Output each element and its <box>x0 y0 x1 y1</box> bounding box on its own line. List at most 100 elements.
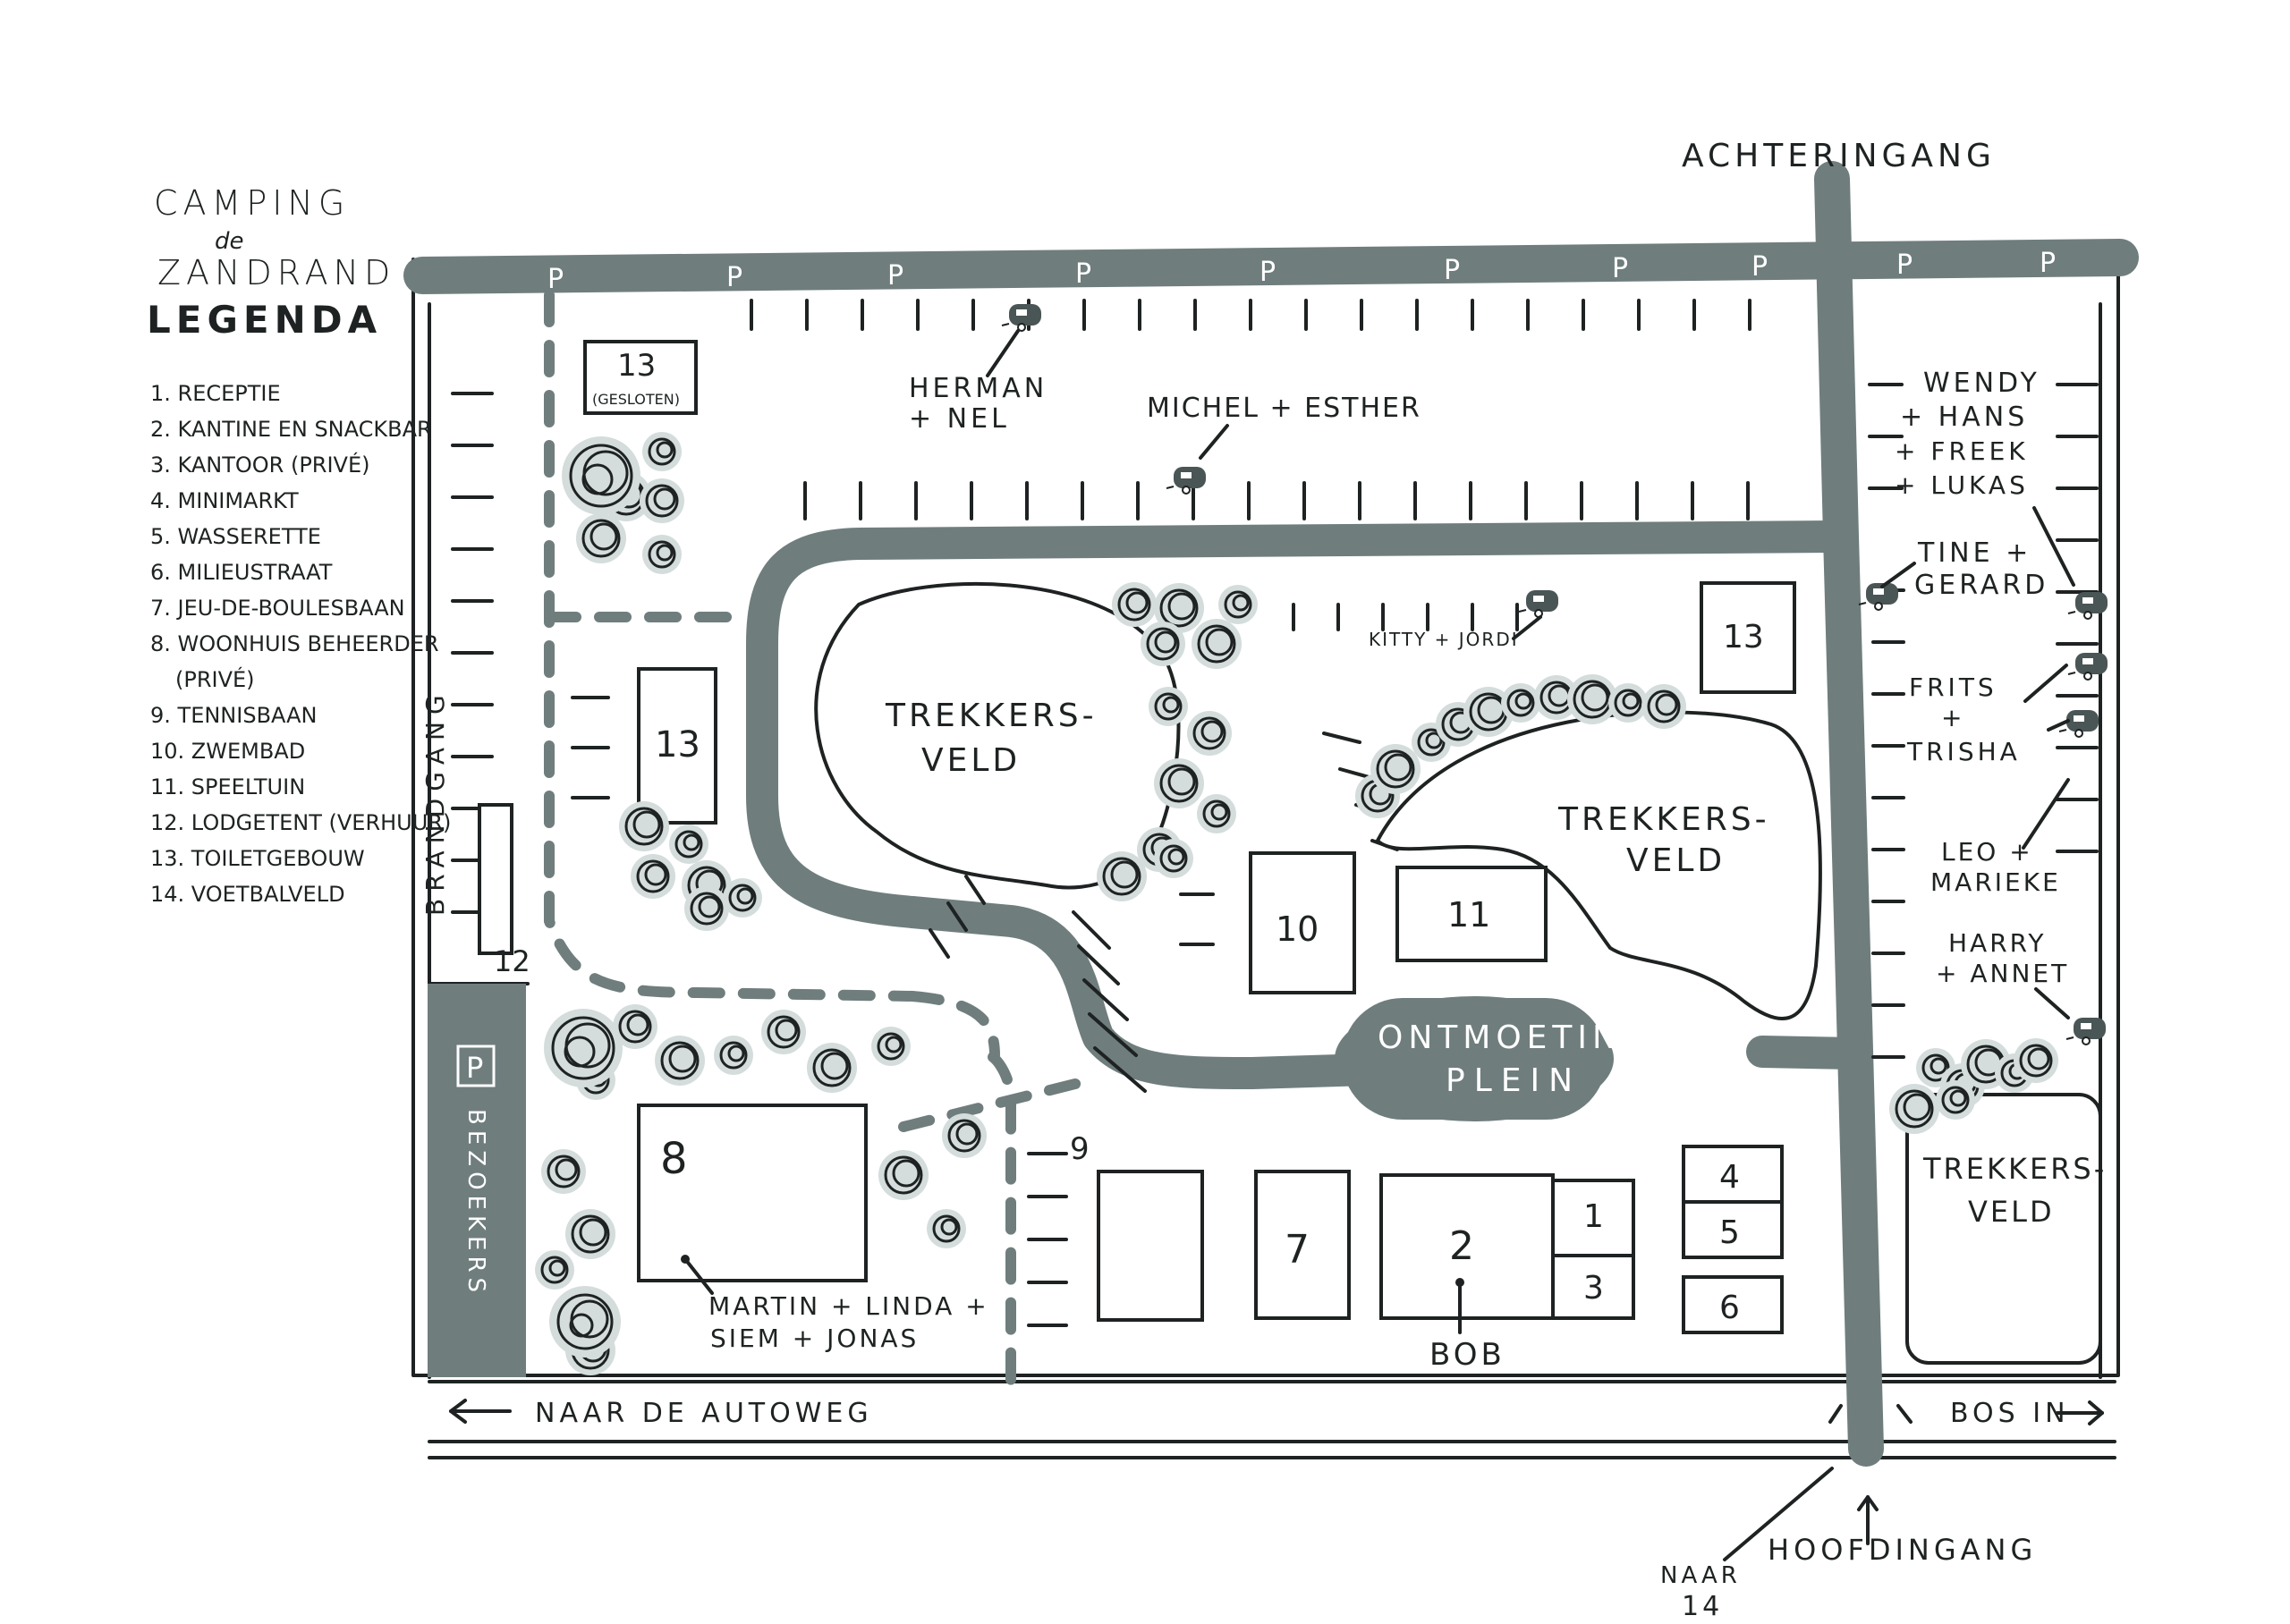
svg-text:14: 14 <box>1682 1591 1723 1622</box>
visitor-parking-marker: P <box>466 1051 483 1085</box>
building-2: 2 <box>1379 1173 1555 1320</box>
bush-large <box>544 1009 623 1087</box>
svg-text:BOS IN: BOS IN <box>1950 1398 2070 1429</box>
guest-leo-marieke: MARIEKE <box>1930 867 2061 897</box>
building-1: 1 <box>1551 1179 1635 1257</box>
bush <box>1608 683 1648 723</box>
caravans <box>1001 304 2108 1045</box>
svg-text:8: 8 <box>660 1134 688 1184</box>
meeting-square-label-1: ONTMOETINGS- <box>1378 1019 1695 1056</box>
visitor-parking: P BEZOEKERS <box>428 984 526 1377</box>
meeting-square: ONTMOETINGS- PLEIN <box>1335 996 1695 1121</box>
guest-martin-family: SIEM + JONAS <box>710 1324 919 1353</box>
site-boundary <box>411 249 2120 1459</box>
entrance-labels: ACHTERINGANG BRANDGANG NAAR DE AUTOWEG B… <box>420 138 2104 1622</box>
to-motorway: NAAR DE AUTOWEG <box>449 1398 869 1429</box>
legend-item: 10. ZWEMBAD <box>150 739 305 764</box>
legend-item: 3. KANTOOR (PRIVÉ) <box>150 452 370 478</box>
bush <box>2014 1038 2058 1083</box>
into-forest: BOS IN <box>1950 1398 2104 1429</box>
building-5: 5 <box>1682 1200 1784 1259</box>
guest-frits-trisha: + <box>1941 703 1962 732</box>
legend-item: 8. WOONHUIS BEHEERDER <box>150 631 439 656</box>
stall-line <box>946 901 968 932</box>
caravan-icon <box>1001 304 1041 332</box>
bush <box>535 1250 574 1290</box>
bush <box>1097 851 1147 901</box>
road-network <box>403 161 2139 1467</box>
bush <box>565 1209 615 1259</box>
stall-line <box>1072 910 1111 950</box>
bush <box>942 1113 987 1158</box>
parking-marker: P <box>1751 251 1768 283</box>
guest-kitty-jordi: KITTY + JORDI <box>1369 629 1519 650</box>
bush <box>642 535 682 574</box>
building-13-right: 13 <box>1700 581 1796 694</box>
building-10: 10 <box>1249 851 1356 994</box>
bush <box>1218 585 1258 624</box>
svg-text:5: 5 <box>1719 1214 1740 1251</box>
bush <box>655 1036 705 1086</box>
guest-wendy: + LUKAS <box>1895 470 2029 500</box>
legend-list: 1. RECEPTIE 2. KANTINE EN SNACKBAR 3. KA… <box>150 381 451 907</box>
building-11: 11 <box>1395 866 1548 962</box>
guest-tine-gerard: TINE + <box>1917 537 2031 569</box>
bush <box>631 854 675 899</box>
field-right-label-1: TREKKERS- <box>1922 1152 2107 1186</box>
guest-frits-trisha: FRITS <box>1909 672 1997 702</box>
svg-text:3: 3 <box>1583 1270 1604 1307</box>
bush <box>1192 619 1242 669</box>
buildings: 13 (GESLOTEN) 13 13 12 10 11 8 <box>478 340 1796 1334</box>
svg-text:13: 13 <box>617 348 656 384</box>
field-right: TREKKERS- VELD <box>1905 1093 2107 1365</box>
main-entrance-label: HOOFDINGANG <box>1768 1533 2037 1567</box>
guest-herman-nel: HERMAN <box>909 373 1047 404</box>
building-4: 4 <box>1682 1145 1784 1204</box>
legend-item: 5. WASSERETTE <box>150 524 321 549</box>
svg-text:12: 12 <box>494 944 530 978</box>
legend-item: 11. SPEELTUIN <box>150 774 305 799</box>
bush <box>807 1043 857 1093</box>
stall-line <box>1082 978 1129 1021</box>
legend-item: 13. TOILETGEBOUW <box>150 846 365 871</box>
stall-line <box>1093 1046 1147 1093</box>
svg-text:(GESLOTEN): (GESLOTEN) <box>592 391 680 408</box>
legend-item: 6. MILIEUSTRAAT <box>150 560 333 585</box>
title-line-zandrand: ZANDRAND <box>157 253 395 292</box>
svg-text:7: 7 <box>1285 1227 1310 1273</box>
bush <box>714 1036 753 1075</box>
bush <box>1149 687 1188 726</box>
bush <box>619 801 669 851</box>
svg-text:13: 13 <box>1723 619 1764 656</box>
building-3: 3 <box>1551 1254 1635 1320</box>
visitor-parking-label: BEZOEKERS <box>462 1109 489 1298</box>
bush <box>640 478 684 523</box>
building-9: 9 <box>1070 1131 1204 1322</box>
parking-marker: P <box>1260 257 1276 288</box>
bush <box>927 1209 966 1248</box>
guest-leo-marieke: LEO + <box>1941 837 2033 867</box>
parking-marker: P <box>887 260 903 292</box>
legend-item: 4. MINIMARKT <box>150 488 299 513</box>
parking-marker: P <box>726 262 742 293</box>
stall-line <box>1322 732 1361 744</box>
fire-lane-label: BRANDGANG <box>420 688 450 916</box>
stall-line <box>1088 1012 1138 1057</box>
bush <box>1154 758 1204 808</box>
bush <box>642 432 682 471</box>
bush <box>1154 839 1193 878</box>
meeting-square-label-2: PLEIN <box>1446 1062 1582 1099</box>
guest-wendy: + FREEK <box>1895 436 2029 466</box>
svg-text:10: 10 <box>1276 909 1319 949</box>
bush <box>1197 794 1236 833</box>
bush <box>723 878 762 918</box>
field-left: TREKKERS- VELD <box>814 581 1181 890</box>
field-left-label-1: TREKKERS- <box>885 698 1098 734</box>
svg-text:1: 1 <box>1583 1198 1604 1235</box>
parking-marker: P <box>1075 258 1091 290</box>
legend-heading: LEGENDA <box>147 298 382 342</box>
caravan-icon <box>1518 590 1558 618</box>
field-right-label-2: VELD <box>1968 1195 2055 1229</box>
bush <box>1370 744 1421 794</box>
